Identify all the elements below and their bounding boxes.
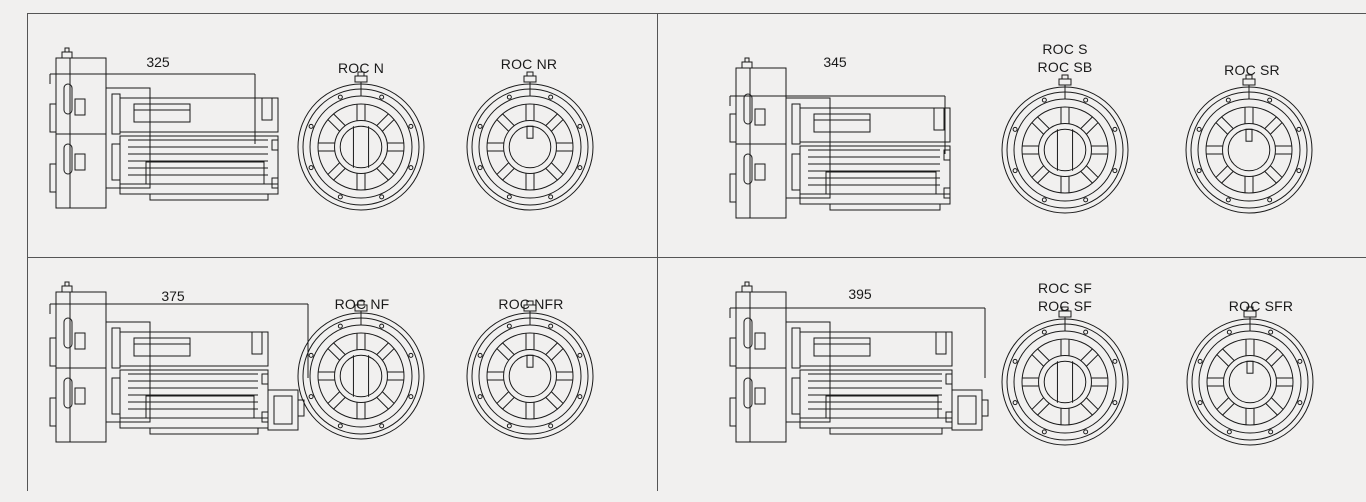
rear-view-wheel [466, 300, 594, 440]
front-view-wheel [297, 300, 425, 440]
rear-view-label: ROC SR [1224, 62, 1280, 78]
front-view-wheel [1001, 306, 1129, 446]
panel-roc-n: 325 ROC N ROC NR [28, 14, 658, 258]
rear-view-wheel [466, 71, 594, 211]
rear-view-label: ROC SFR [1228, 298, 1294, 314]
rear-view-label: ROC NFR [498, 296, 564, 312]
dimension-label: 345 [823, 54, 847, 70]
motor-drawings [49, 47, 594, 211]
motor-drawings [729, 281, 1314, 446]
front-view-label: ROC NF [334, 296, 390, 312]
rear-view-label: ROC NR [500, 56, 558, 72]
motor-side-view [729, 281, 989, 443]
dimension-label: 395 [848, 286, 872, 302]
horizontal-divider [27, 257, 1366, 258]
panel-roc-sf: 395 ROC SF ROC SF ROC SFR [690, 258, 1320, 502]
rear-view-wheel [1185, 74, 1313, 214]
panel-roc-nf: 375 ROC NF ROC NFR [28, 258, 658, 502]
panel-roc-s: 345 ROC S ROC SB ROC SR [690, 14, 1320, 258]
motor-drawings [49, 281, 594, 443]
front-view-label-2: ROC SB [1037, 59, 1093, 75]
front-view-label: ROC SF [1037, 280, 1093, 296]
motor-drawings [729, 57, 1313, 219]
motor-side-view [49, 47, 279, 209]
dimension-label: 375 [161, 288, 185, 304]
motor-side-view [729, 57, 951, 219]
front-view-label-2: ROC SF [1037, 298, 1093, 314]
vertical-divider [657, 13, 658, 491]
rear-view-wheel [1186, 306, 1314, 446]
front-view-wheel [1001, 74, 1129, 214]
front-view-wheel [297, 71, 425, 211]
technical-drawing-sheet: 325 ROC N ROC NR 345 ROC S ROC SB ROC SR… [27, 13, 1366, 491]
motor-side-view [49, 281, 309, 443]
grid-frame [27, 13, 1366, 491]
dimension-label: 325 [146, 54, 170, 70]
front-view-label: ROC S [1042, 41, 1088, 57]
front-view-label: ROC N [337, 60, 385, 76]
